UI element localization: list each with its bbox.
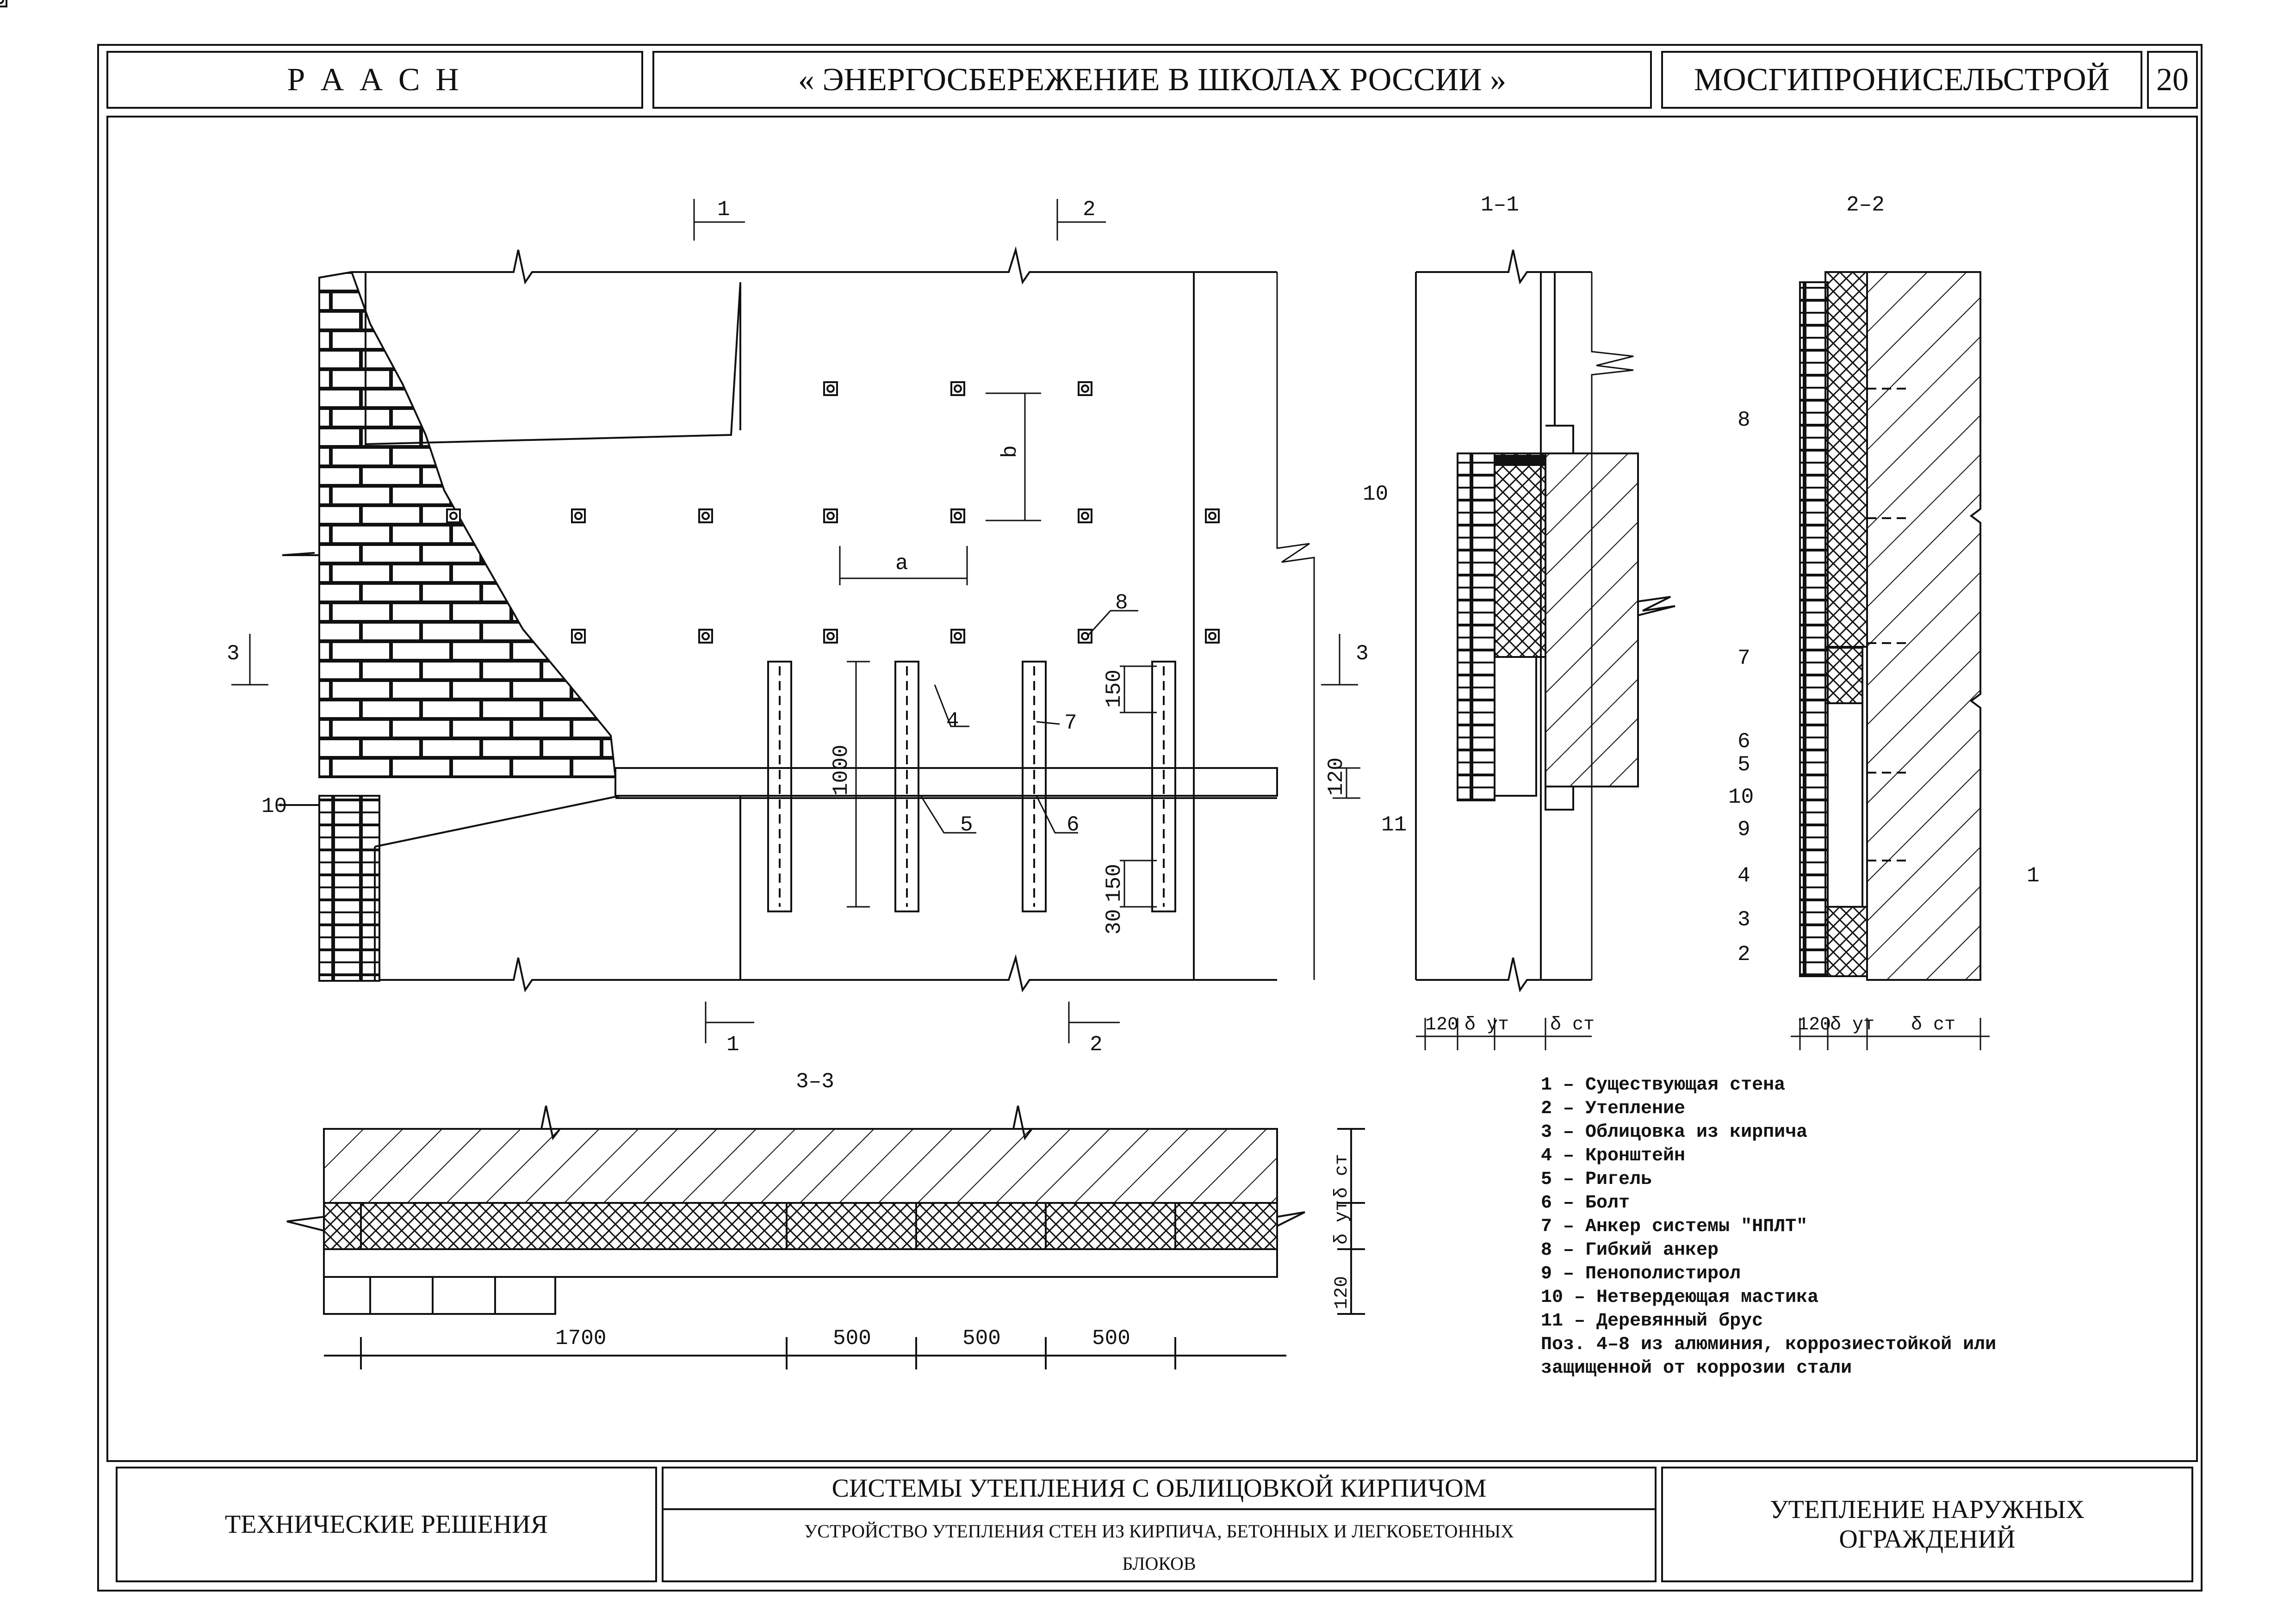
callout-11: 11 xyxy=(1381,813,1407,837)
footer-right-line2: ОГРАЖДЕНИЙ xyxy=(1839,1525,2016,1554)
callout-4: 4 xyxy=(946,709,959,733)
dim-120-facade: 120 xyxy=(1324,757,1348,796)
callout-8-s22: 8 xyxy=(1738,408,1750,432)
cut-label-3-right: 3 xyxy=(1356,642,1369,666)
dim-120-s22: 120 xyxy=(1798,1015,1831,1035)
cut-label-2-bottom: 2 xyxy=(1090,1033,1103,1057)
label-section-2-2: 2–2 xyxy=(1846,193,1885,217)
facade-dimensions xyxy=(231,199,1360,1043)
header-sheet-number: 20 xyxy=(2147,51,2198,109)
footer-mid-sub2: БЛОКОВ xyxy=(1122,1553,1196,1574)
section-3-3 xyxy=(286,1105,1365,1369)
footer-mid-title: СИСТЕМЫ УТЕПЛЕНИЯ С ОБЛИЦОВКОЙ КИРПИЧОМ xyxy=(664,1468,1655,1510)
dim-150-top: 150 xyxy=(1102,669,1126,708)
callout-3-s22: 3 xyxy=(1738,908,1750,932)
callout-10-facade: 10 xyxy=(261,794,287,818)
cut-label-1-top: 1 xyxy=(717,198,730,222)
callout-6: 6 xyxy=(1067,813,1080,837)
legend-item: 6 – Болт xyxy=(1541,1193,1630,1214)
dim-dyt-s11: δ ут xyxy=(1464,1015,1509,1035)
legend-item: 11 – Деревянный брус xyxy=(1541,1311,1763,1332)
label-section-3-3: 3–3 xyxy=(796,1070,834,1094)
footer-right: УТЕПЛЕНИЕ НАРУЖНЫХ ОГРАЖДЕНИЙ xyxy=(1661,1467,2193,1582)
section-1-1 xyxy=(1415,249,1675,992)
legend-item: 1 – Существующая стена xyxy=(1541,1075,1786,1096)
header-institute: МОСГИПРОНИСЕЛЬСТРОЙ xyxy=(1661,51,2142,109)
footer-right-line1: УТЕПЛЕНИЕ НАРУЖНЫХ xyxy=(1770,1495,2085,1524)
legend-item: 10 – Нетвердеющая мастика xyxy=(1541,1287,1819,1308)
dim-1700: 1700 xyxy=(555,1326,606,1350)
footer-left: ТЕХНИЧЕСКИЕ РЕШЕНИЯ xyxy=(116,1467,657,1582)
legend-note: защищенной от коррозии стали xyxy=(1541,1358,1852,1379)
dim-500-3: 500 xyxy=(1092,1326,1130,1350)
callout-5-s22: 5 xyxy=(1738,753,1750,777)
footer-middle: СИСТЕМЫ УТЕПЛЕНИЯ С ОБЛИЦОВКОЙ КИРПИЧОМ … xyxy=(662,1467,1657,1582)
legend-item: 3 – Облицовка из кирпича xyxy=(1541,1122,1808,1143)
legend-item: 2 – Утепление xyxy=(1541,1098,1686,1119)
callout-9-s22: 9 xyxy=(1738,818,1750,842)
callout-7: 7 xyxy=(1064,711,1077,735)
legend-item: 9 – Пенополистирол xyxy=(1541,1264,1741,1284)
header-project: « ЭНЕРГОСБЕРЕЖЕНИЕ В ШКОЛАХ РОССИИ » xyxy=(652,51,1652,109)
dim-1000: 1000 xyxy=(829,745,853,796)
legend-item: 5 – Ригель xyxy=(1541,1169,1652,1190)
callout-1-s22: 1 xyxy=(2027,864,2040,888)
legend-item: 8 – Гибкий анкер xyxy=(1541,1240,1719,1261)
cut-label-2-top: 2 xyxy=(1083,198,1096,222)
dim-dyt-s22: δ ут xyxy=(1830,1015,1874,1035)
callout-8: 8 xyxy=(1115,591,1128,615)
legend-item: 4 – Кронштейн xyxy=(1541,1146,1686,1166)
dim-dst-plan: δ ст xyxy=(1332,1154,1353,1198)
callout-10-s22: 10 xyxy=(1728,785,1754,809)
legend-note: Поз. 4–8 из алюминия, коррозиестойкой ил… xyxy=(1541,1334,1997,1355)
anchor-grid xyxy=(0,0,1220,644)
dim-b: b xyxy=(998,445,1022,458)
cut-label-1-bottom: 1 xyxy=(726,1033,739,1057)
footer-mid-sub1: УСТРОЙСТВО УТЕПЛЕНИЯ СТЕН ИЗ КИРПИЧА, БЕ… xyxy=(804,1520,1514,1542)
dim-120-plan: 120 xyxy=(1332,1276,1353,1309)
callout-10-s11: 10 xyxy=(1363,482,1388,506)
header-org: Р А А С Н xyxy=(106,51,643,109)
section-2-2 xyxy=(1799,271,1981,981)
dim-30: 30 xyxy=(1102,909,1126,935)
sheet-frame xyxy=(97,44,2203,1592)
dim-500-1: 500 xyxy=(833,1326,871,1350)
legend: 1 – Существующая стена 2 – Утепление 3 –… xyxy=(1541,1073,2189,1380)
dim-a: a xyxy=(895,551,908,576)
dim-dst-s22: δ ст xyxy=(1911,1015,1955,1035)
dim-dyt-plan: δ ут xyxy=(1332,1200,1353,1245)
callout-2-s22: 2 xyxy=(1738,942,1750,966)
cut-label-3-left: 3 xyxy=(227,642,240,666)
legend-item: 7 – Анкер системы "НПЛТ" xyxy=(1541,1216,1808,1237)
dim-500-2: 500 xyxy=(962,1326,1001,1350)
callout-6-s22: 6 xyxy=(1738,730,1750,754)
callout-4-s22: 4 xyxy=(1738,864,1750,888)
callout-7-s22: 7 xyxy=(1738,646,1750,670)
dim-dst-s11: δ ст xyxy=(1550,1015,1595,1035)
dim-120-s11: 120 xyxy=(1425,1015,1458,1035)
dim-150-bottom: 150 xyxy=(1102,864,1126,902)
facade-view xyxy=(282,246,1315,992)
section-dimensions xyxy=(1416,1018,1990,1050)
callout-5: 5 xyxy=(960,813,973,837)
label-section-1-1: 1–1 xyxy=(1481,193,1519,217)
drawing-field xyxy=(106,116,2198,1462)
